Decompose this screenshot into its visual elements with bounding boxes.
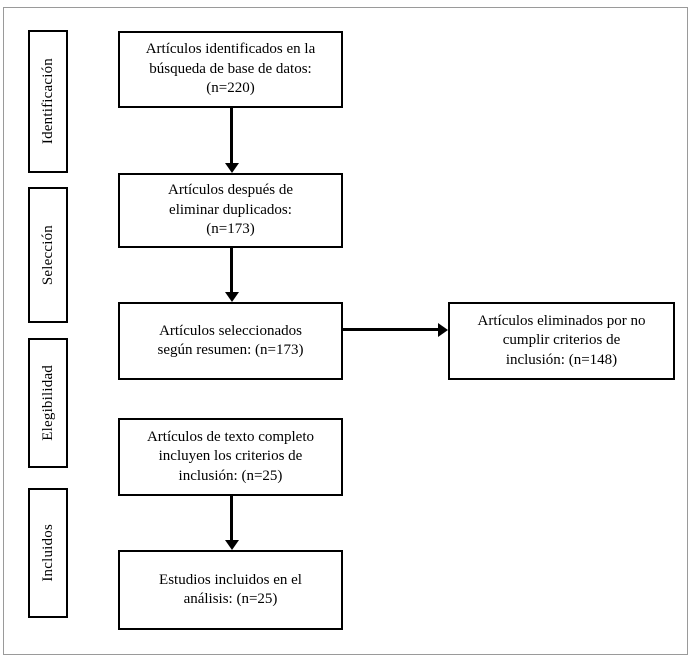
stage-box-identificacion: Identificación: [28, 30, 68, 173]
arrow-duplicados-to-seleccionados: [230, 248, 233, 293]
flow-text-incluidos-analisis: Estudios incluidos en el análisis: (n=25…: [159, 571, 302, 608]
stage-label-identificacion: Identificación: [39, 58, 56, 145]
stage-label-seleccion: Selección: [39, 224, 56, 286]
flow-box-identificados: Artículos identificados en la búsqueda d…: [118, 31, 343, 108]
arrow-seleccionados-to-excluidos: [343, 328, 439, 331]
flow-box-texto-completo: Artículos de texto completo incluyen los…: [118, 418, 343, 496]
arrow-textocompleto-to-incluidos: [230, 496, 233, 541]
flow-text-identificados: Artículos identificados en la búsqueda d…: [145, 41, 316, 97]
flow-box-seleccionados: Artículos seleccionados según resumen: (…: [118, 302, 343, 380]
stage-box-seleccion: Selección: [28, 187, 68, 323]
flow-box-incluidos-analisis: Estudios incluidos en el análisis: (n=25…: [118, 550, 343, 630]
arrow-identificados-to-duplicados: [230, 108, 233, 164]
flow-box-duplicados: Artículos después de eliminar duplicados…: [118, 173, 343, 248]
flow-box-excluidos: Artículos eliminados por no cumplir crit…: [448, 302, 675, 380]
figure-frame: [3, 7, 688, 655]
stage-label-incluidos: Incluidos: [39, 524, 56, 582]
stage-label-elegibilidad: Elegibilidad: [39, 365, 56, 441]
flow-text-texto-completo: Artículos de texto completo incluyen los…: [146, 428, 315, 484]
flow-text-duplicados: Artículos después de eliminar duplicados…: [168, 182, 293, 238]
stage-box-incluidos: Incluidos: [28, 488, 68, 618]
flow-text-excluidos: Artículos eliminados por no cumplir crit…: [477, 312, 646, 368]
stage-box-elegibilidad: Elegibilidad: [28, 338, 68, 468]
flow-text-seleccionados: Artículos seleccionados según resumen: (…: [157, 322, 304, 359]
